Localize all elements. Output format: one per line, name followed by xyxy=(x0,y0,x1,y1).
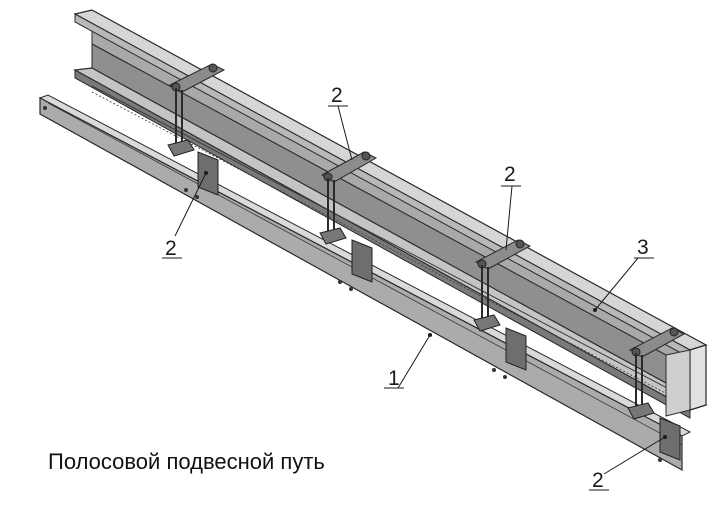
nut-icon xyxy=(515,239,525,249)
strip-face xyxy=(39,97,683,472)
leader-line xyxy=(603,436,666,475)
hanger-clamp xyxy=(627,402,655,420)
hanger-2 xyxy=(319,151,378,283)
strip-hole xyxy=(658,458,662,462)
callout-label-2: 2 xyxy=(504,163,516,186)
leader-dot xyxy=(428,333,432,337)
nut-icon xyxy=(669,327,679,337)
callout-1: 1 xyxy=(384,333,432,390)
leader-dot xyxy=(204,171,208,175)
beam-bottom-flange-front xyxy=(74,69,691,419)
callout-label-2: 2 xyxy=(165,237,177,260)
strip-hole xyxy=(43,106,47,110)
beam-groove-line-2 xyxy=(91,91,691,407)
hanger-bracket xyxy=(659,417,681,461)
leader-line xyxy=(174,172,207,237)
beam-end-web xyxy=(665,349,691,417)
callout-3: 3 xyxy=(593,236,654,312)
i-beam xyxy=(73,9,708,419)
callout-2-mid: 2 xyxy=(328,84,353,161)
figure-caption: Полосовой подвесной путь xyxy=(48,449,325,474)
callout-2-right: 2 xyxy=(501,163,521,251)
callout-label-2: 2 xyxy=(331,84,343,107)
hanger-bracket xyxy=(351,239,373,283)
leader-dot xyxy=(593,308,597,312)
leader-line xyxy=(505,185,513,251)
hanger-1 xyxy=(167,63,226,196)
hanger-bracket xyxy=(505,327,527,371)
hanger-4 xyxy=(627,327,686,461)
strip-hole xyxy=(195,195,199,199)
beam-groove-line xyxy=(91,85,691,401)
callout-label-3: 3 xyxy=(637,236,649,259)
leader-line xyxy=(397,334,431,389)
strip-hole xyxy=(503,375,507,379)
nut-icon xyxy=(208,63,218,73)
nut-icon xyxy=(361,151,371,161)
hanger-clamp xyxy=(473,314,501,332)
callout-label-1: 1 xyxy=(388,367,400,390)
hanger-clamp xyxy=(167,139,195,157)
hanger-clamp xyxy=(319,227,347,245)
strip-hole xyxy=(338,280,342,284)
leader-line xyxy=(337,105,353,161)
callout-label-2: 2 xyxy=(592,469,604,492)
strip-hole xyxy=(349,287,353,291)
strip-hole xyxy=(184,188,188,192)
hanger-bracket xyxy=(197,151,219,196)
hanger-3 xyxy=(473,239,532,371)
callout-2-left: 2 xyxy=(162,171,208,260)
beam-end-face xyxy=(689,344,707,411)
leader-dot xyxy=(663,435,667,439)
strip-hole xyxy=(492,368,496,372)
leader-line xyxy=(594,257,639,311)
callout-2-bottom: 2 xyxy=(589,435,667,492)
